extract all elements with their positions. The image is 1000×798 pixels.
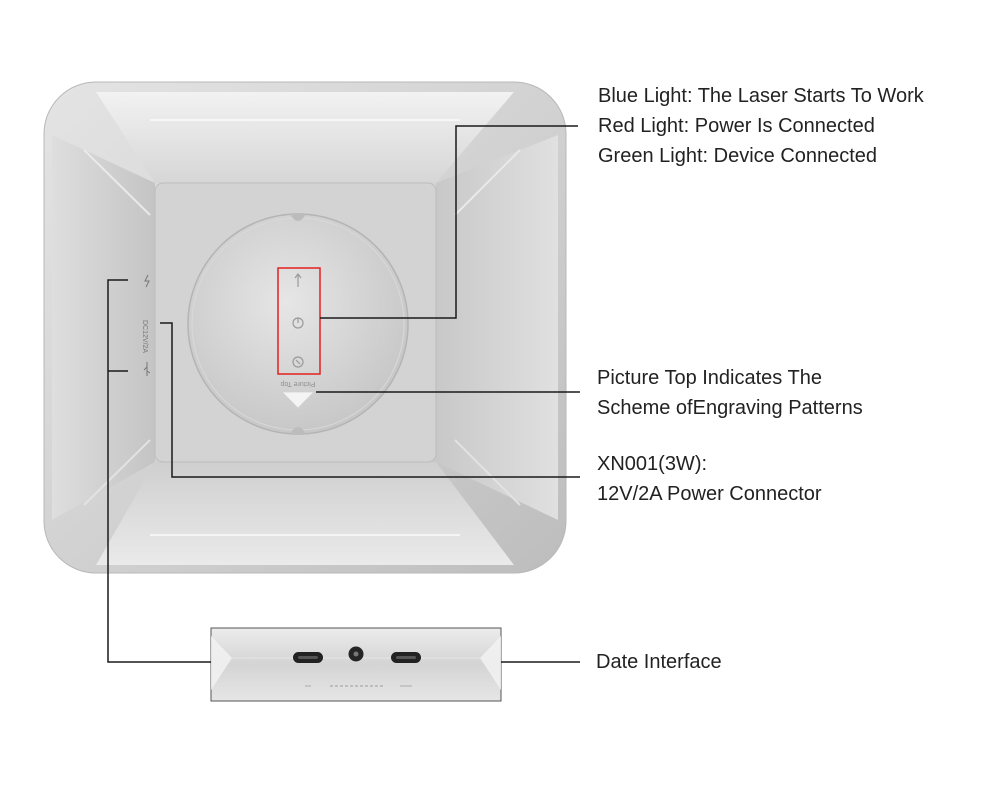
leader-power [160, 322, 580, 478]
callout-lights-line3: Green Light: Device Connected [598, 145, 878, 167]
laser-icon [294, 273, 302, 287]
lightning-icon [144, 274, 150, 288]
callout-picture-top-line2: Scheme ofEngraving Patterns [597, 397, 863, 419]
bevel-bottom [96, 462, 514, 565]
callout-power: XN001(3W): 12V/2A Power Connector [597, 449, 822, 509]
callout-date: Date Interface [596, 647, 722, 677]
power-icon [292, 317, 304, 329]
bevel-right [436, 135, 558, 520]
callout-lights-line1: Blue Light: The Laser Starts To Work [598, 85, 924, 107]
picture-top-arrow [281, 391, 315, 409]
bevel-top [96, 92, 514, 183]
bevel-left [52, 135, 155, 520]
callout-power-line2: 12V/2A Power Connector [597, 483, 822, 505]
callout-picture-top: Picture Top Indicates The Scheme ofEngra… [597, 363, 863, 423]
callout-lights-line2: Red Light: Power Is Connected [598, 115, 875, 137]
connect-icon [292, 356, 304, 368]
callout-power-line1: XN001(3W): [597, 453, 708, 475]
side-label: DC12V/2A [141, 320, 148, 353]
picture-top-mark: Picture Top [280, 380, 315, 387]
leader-lights [320, 125, 578, 319]
port-side-view [210, 627, 502, 702]
leader-lines [107, 125, 580, 663]
callout-lights: Blue Light: The Laser Starts To Work Red… [598, 81, 924, 171]
indicator-highlight-box [277, 267, 321, 375]
callout-picture-top-line1: Picture Top Indicates The [597, 367, 822, 389]
leader-date-left [107, 279, 211, 663]
usb-icon [143, 362, 151, 376]
callout-date-line1: Date Interface [596, 651, 722, 673]
